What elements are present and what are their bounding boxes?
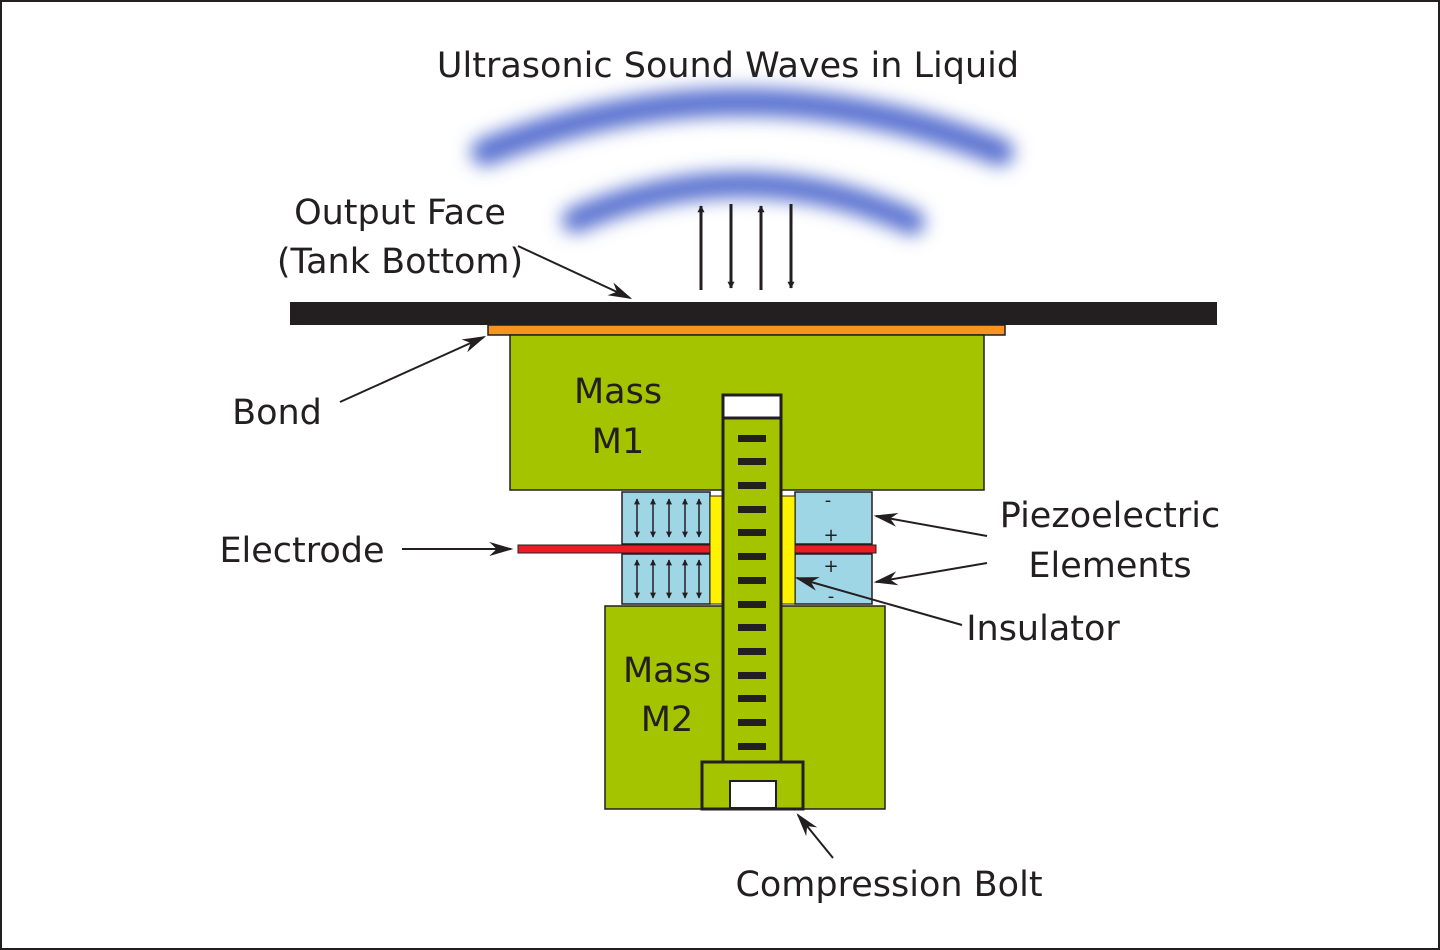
piezo-element-right-upper [794, 491, 873, 545]
polarity-sign: - [828, 586, 835, 607]
insulator-pointer [794, 577, 963, 626]
bond-layer [487, 324, 1006, 336]
mass-m1-label-line1: Mass [574, 372, 662, 412]
piezo-pointer-upper [873, 512, 988, 537]
compression-bolt-shaft [721, 416, 783, 765]
bolt-thread [738, 458, 766, 465]
piezo-expansion-arrows-lower [634, 559, 702, 599]
bolt-thread [738, 743, 766, 750]
bolt-thread [738, 624, 766, 631]
mass-m1-label-line2: M1 [592, 422, 644, 462]
polarity-sign: + [823, 556, 838, 577]
sound-wave-inner [562, 171, 925, 235]
polarity-sign: + [823, 525, 838, 546]
bolt-thread [738, 601, 766, 608]
vibration-arrows [697, 204, 795, 290]
sound-waves [471, 88, 1014, 235]
compression-bolt-label: Compression Bolt [735, 865, 1042, 905]
electrode-strip [517, 544, 877, 554]
piezo-pointer-lower [873, 562, 988, 586]
electrode-label: Electrode [219, 531, 384, 571]
tank-bottom-plate [290, 302, 1217, 325]
bolt-thread [738, 506, 766, 513]
bond-pointer [339, 336, 487, 403]
piezo-label-line1: Piezoelectric [1000, 496, 1221, 536]
output-face-label-line2: (Tank Bottom) [277, 242, 523, 282]
bolt-thread [738, 577, 766, 584]
bolt-thread [738, 435, 766, 442]
output-face-label-line1: Output Face [294, 193, 506, 233]
piezo-element-left-upper [621, 491, 711, 545]
mass-m2-label-line1: Mass [623, 651, 711, 691]
bond-label: Bond [232, 393, 322, 433]
piezo-expansion-arrows-upper [634, 498, 702, 538]
bolt-thread [738, 672, 766, 679]
title-label: Ultrasonic Sound Waves in Liquid [437, 46, 1019, 86]
insulator-right [781, 495, 796, 605]
piezo-element-left-lower [621, 553, 711, 605]
bolt-thread [738, 482, 766, 489]
bolt-thread [738, 648, 766, 655]
bolt-thread [738, 529, 766, 536]
piezo-label-line2: Elements [1028, 546, 1191, 586]
polarity-sign: - [825, 490, 832, 511]
mass-m2-label-line2: M2 [641, 700, 693, 740]
compression-bolt-pointer [796, 813, 834, 859]
bolt-thread [738, 695, 766, 702]
insulator-label: Insulator [966, 609, 1120, 649]
compression-bolt-nut [721, 393, 783, 420]
compression-bolt-head-recess [729, 780, 777, 809]
output-face-pointer [517, 245, 633, 300]
sound-wave-outer [471, 88, 1014, 166]
bolt-thread [738, 553, 766, 560]
insulator-left [709, 495, 724, 605]
bolt-thread [738, 719, 766, 726]
bolt-threads [738, 435, 766, 750]
